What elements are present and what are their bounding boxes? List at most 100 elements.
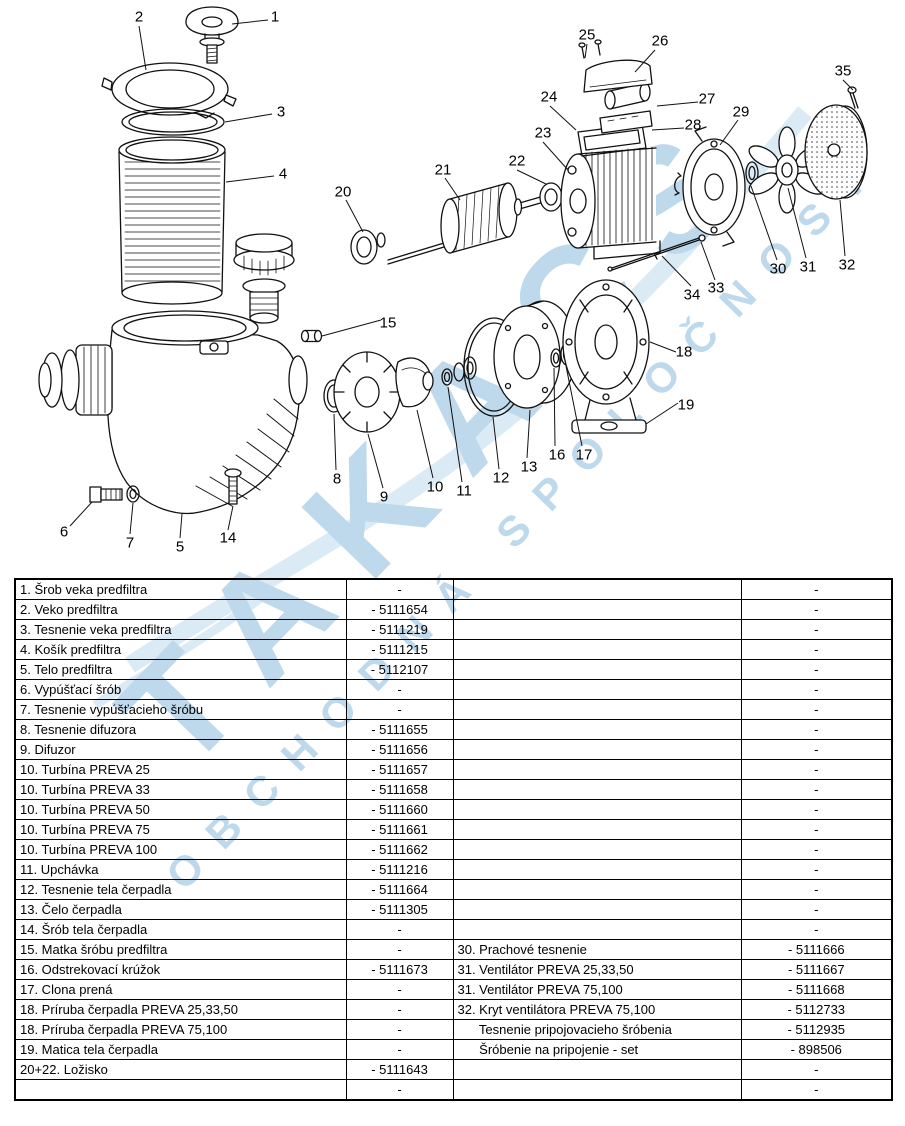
cell-name-left: 11. Upchávka — [14, 859, 347, 880]
motor-stator — [560, 146, 661, 260]
cell-part-right: - — [740, 819, 893, 840]
cell-name-left: 17. Clona prená — [14, 979, 347, 1000]
cell-part-left: - 5111661 — [345, 819, 454, 840]
cell-part-right: - — [740, 919, 893, 940]
cell-part-right: - — [740, 659, 893, 680]
exploded-diagram — [38, 6, 868, 539]
cell-part-right: - 5111668 — [740, 979, 893, 1000]
cell-name-right — [452, 719, 742, 740]
table-row: 1. Šrob veka predfiltra-- — [14, 578, 893, 600]
cell-part-right: - — [740, 719, 893, 740]
cell-part-left: - 5112107 — [345, 659, 454, 680]
table-row: 5. Telo predfiltra- 5112107 - — [14, 659, 893, 680]
cell-name-right — [452, 779, 742, 800]
pump-flange — [562, 279, 650, 434]
pump-face — [493, 300, 577, 409]
cell-part-left: - 5111643 — [345, 1059, 454, 1080]
table-row: 10. Turbína PREVA 100- 5111662- — [14, 839, 893, 860]
cell-part-left: - 5111657 — [345, 759, 454, 780]
cell-name-left: 8. Tesnenie difuzora — [14, 719, 347, 740]
cell-part-left: - 5111664 — [345, 879, 454, 900]
table-row: 20+22. Ložisko- 5111643 - — [14, 1059, 893, 1080]
cell-name-left: 10. Turbína PREVA 50 — [14, 799, 347, 820]
cell-name-left: 18. Príruba čerpadla PREVA 25,33,50 — [14, 999, 347, 1020]
tie-rod — [607, 234, 706, 272]
cell-name-right: Šróbenie na pripojenie - set — [452, 1039, 742, 1060]
table-row: 8. Tesnenie difuzora- 5111655- — [14, 719, 893, 740]
cell-name-right — [452, 639, 742, 660]
cell-name-left: 6. Vypúšťací šrób — [14, 679, 347, 700]
table-row: 4. Košík predfiltra- 5111215 - — [14, 639, 893, 660]
table-row: 3. Tesnenie veka predfiltra- 5111219- — [14, 619, 893, 640]
cell-name-left: 7. Tesnenie vypúšťacieho šróbu — [14, 699, 347, 720]
leader-lines — [69, 19, 854, 539]
cell-name-right — [452, 799, 742, 820]
cell-part-right: - — [740, 1079, 893, 1101]
cell-name-right: 32. Kryt ventilátora PREVA 75,100 — [452, 999, 742, 1020]
cell-name-right — [452, 619, 742, 640]
cell-name-left: 5. Telo predfiltra — [14, 659, 347, 680]
cell-part-right: - — [740, 639, 893, 660]
bearing-front — [350, 229, 386, 265]
cell-part-left: - — [345, 1019, 454, 1040]
cell-name-right — [452, 739, 742, 760]
cover-screw — [847, 86, 859, 109]
cell-name-right — [452, 919, 742, 940]
cell-name-right — [452, 1079, 742, 1101]
cell-name-right — [452, 839, 742, 860]
lid-gasket — [121, 108, 225, 136]
cell-part-right: - — [740, 879, 893, 900]
cell-name-left: 1. Šrob veka predfiltra — [14, 578, 347, 600]
cell-part-left: - — [345, 919, 454, 940]
table-row: 12. Tesnenie tela čerpadla- 5111664 - — [14, 879, 893, 900]
drain-screw — [89, 486, 123, 503]
cell-name-right — [452, 759, 742, 780]
cell-part-left: - 5111658 — [345, 779, 454, 800]
cell-part-right: - — [740, 1059, 893, 1080]
cell-part-right: - 5112935 — [740, 1019, 893, 1040]
cell-part-left: - 5111215 — [345, 639, 454, 660]
cell-name-right — [452, 679, 742, 700]
bearing-rear — [539, 182, 563, 212]
table-row: 7. Tesnenie vypúšťacieho šróbu-- — [14, 699, 893, 720]
parts-table-body: 1. Šrob veka predfiltra--2. Veko predfil… — [14, 578, 893, 1101]
drain-washer — [126, 485, 140, 503]
cell-part-right: - — [740, 679, 893, 700]
cell-name-right — [452, 699, 742, 720]
table-row: 14. Šrób tela čerpadla-- — [14, 919, 893, 940]
table-row: 13. Čelo čerpadla- 5111305- — [14, 899, 893, 920]
table-row: 10. Turbína PREVA 75- 5111661- — [14, 819, 893, 840]
table-row: 11. Upchávka- 5111216- — [14, 859, 893, 880]
cell-name-right — [452, 879, 742, 900]
cell-name-left: 10. Turbína PREVA 25 — [14, 759, 347, 780]
body-screw — [224, 468, 242, 505]
pump-body — [38, 310, 308, 515]
outlet-union — [233, 233, 295, 324]
cell-part-right: - — [740, 578, 893, 600]
table-row: 19. Matica tela čerpadla- Šróbenie na pr… — [14, 1039, 893, 1060]
cell-part-right: - 5111667 — [740, 959, 893, 980]
table-row: 6. Vypúšťací šrób-- — [14, 679, 893, 700]
cell-name-left — [14, 1079, 347, 1101]
rotor-shaft — [387, 182, 545, 265]
cell-name-left: 20+22. Ložisko — [14, 1059, 347, 1080]
cell-name-right: 31. Ventilátor PREVA 75,100 — [452, 979, 742, 1000]
terminal-cover — [583, 59, 653, 93]
cell-name-left: 19. Matica tela čerpadla — [14, 1039, 347, 1060]
cell-part-left: - 5111656 — [345, 739, 454, 760]
cell-name-right — [452, 659, 742, 680]
cell-part-right: - — [740, 759, 893, 780]
terminal-block — [599, 110, 653, 134]
cell-name-left: 10. Turbína PREVA 33 — [14, 779, 347, 800]
cell-part-right: - — [740, 599, 893, 620]
capacitor — [604, 82, 651, 110]
retaining-clip — [674, 172, 682, 196]
cell-name-left: 12. Tesnenie tela čerpadla — [14, 879, 347, 900]
cell-part-left: - 5111662 — [345, 839, 454, 860]
cell-name-right — [452, 859, 742, 880]
cell-name-right — [452, 1059, 742, 1080]
cell-name-left: 4. Košík predfiltra — [14, 639, 347, 660]
cell-part-right: - — [740, 899, 893, 920]
